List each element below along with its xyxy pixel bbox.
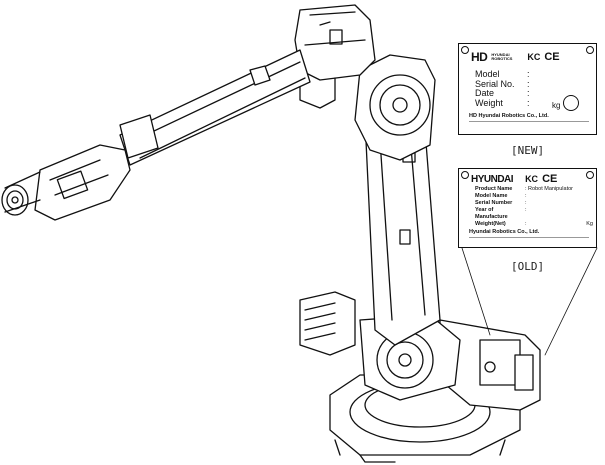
ce-mark: CE xyxy=(542,173,558,185)
company-name: HD Hyundai Robotics Co., Ltd. xyxy=(469,113,549,119)
wrist-assembly xyxy=(34,144,131,221)
screw-icon xyxy=(461,46,469,54)
field-list: Model: Serial No.: Date: Weight: xyxy=(475,69,530,108)
screw-icon xyxy=(586,171,594,179)
field-label: Serial No. xyxy=(475,78,515,89)
field-value: : xyxy=(525,200,527,206)
tool-flange xyxy=(1,184,29,216)
fine-print xyxy=(469,237,589,244)
field-value: : xyxy=(525,221,527,227)
weight-unit: Kg xyxy=(586,221,593,227)
field-list: Product Name : Robot Manipulator Model Na… xyxy=(475,186,593,228)
certification-seal-icon xyxy=(563,95,579,111)
screw-icon xyxy=(461,171,469,179)
screw-icon xyxy=(586,46,594,54)
brand-logo: HYUNDAI xyxy=(471,173,514,185)
weight-unit: kg xyxy=(552,101,561,110)
caption-new: [NEW] xyxy=(511,144,545,157)
field-label: Weight(Net) xyxy=(475,221,506,227)
kc-mark: KC xyxy=(525,174,539,184)
nameplate-old: HYUNDAI KC CE Product Name : Robot Manipu… xyxy=(458,168,597,248)
field-label: Model xyxy=(475,69,500,79)
field-value: : xyxy=(525,207,527,213)
upper-joint xyxy=(354,54,436,161)
field-value: : xyxy=(525,193,527,199)
brand-logo: HD xyxy=(471,50,488,64)
ce-mark: CE xyxy=(544,51,560,63)
field-label: Model Name xyxy=(475,193,508,199)
kc-mark: KC xyxy=(527,52,541,62)
fine-print xyxy=(469,121,589,128)
field-label: Serial Number xyxy=(475,200,513,206)
field-label: Weight xyxy=(475,97,503,108)
nameplate-new: HD HYUNDAI ROBOTICS KC CE Model: Serial … xyxy=(458,43,597,135)
field-label: Product Name xyxy=(475,186,513,192)
field-value: : Robot Manipulator xyxy=(525,186,573,192)
field-label: Year of Manufacture xyxy=(475,207,508,220)
company-name: Hyundai Robotics Co., Ltd. xyxy=(469,229,540,235)
field-label: Date xyxy=(475,88,495,98)
base-motor xyxy=(299,291,356,356)
caption-old: [OLD] xyxy=(511,260,545,273)
brand-subtitle: HYUNDAI ROBOTICS xyxy=(491,52,513,61)
